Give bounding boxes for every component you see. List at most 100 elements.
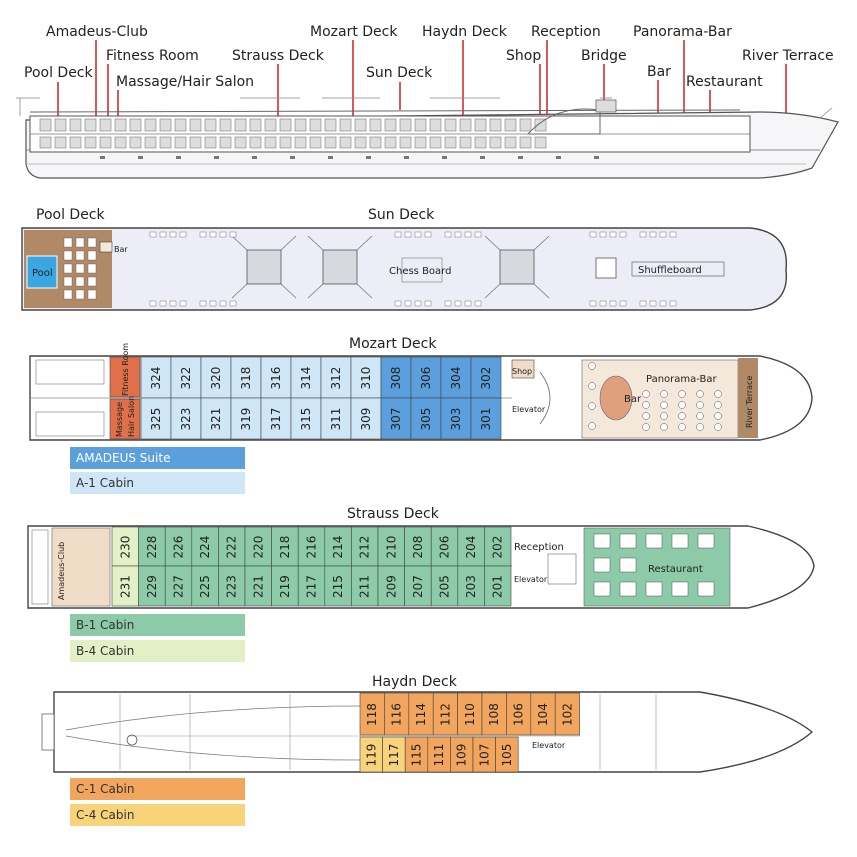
label-bridge: Bridge (581, 48, 627, 64)
massage-hair-salon (109, 398, 141, 440)
sun-deck-title: Sun Deck (368, 207, 435, 223)
strauss-top-cabin-number: 204 (464, 536, 478, 559)
amadeus-club-area (51, 527, 111, 607)
strauss-top-cabin-number: 216 (305, 536, 319, 559)
mozart-top-cabin-number: 316 (269, 367, 283, 390)
sun-deck-plan: Pool Deck Sun Deck Pool Bar Chess Board … (21, 207, 788, 311)
strauss-top-cabin (271, 526, 299, 567)
strauss-top-cabin-number: 224 (198, 536, 212, 559)
strauss-top-cabin-number: 212 (358, 536, 372, 559)
legend-c4-cabin: C-4 Cabin (70, 804, 245, 826)
mozart-top-cabin-number: 318 (239, 367, 253, 390)
mozart-top-cabin-number: 308 (389, 367, 403, 390)
strauss-top-cabin (324, 526, 352, 567)
mozart-bottom-cabin-number: 321 (209, 408, 223, 431)
strauss-top-cabin-number: 210 (384, 536, 398, 559)
strauss-bottom-cabin-number: 223 (225, 575, 239, 598)
pool-deck-title: Pool Deck (36, 207, 106, 223)
mozart-bottom-cabin (470, 397, 502, 440)
strauss-bottom-cabin-number: 221 (251, 575, 265, 598)
label-fitness-room: Fitness Room (106, 48, 199, 64)
strauss-bottom-cabin-number: 203 (464, 575, 478, 598)
haydn-top-cabin (457, 692, 483, 736)
label-panorama-bar: Panorama-Bar (633, 24, 732, 40)
mozart-top-cabin-number: 304 (449, 367, 463, 390)
mozart-top-cabin (380, 356, 412, 399)
strauss-top-cabin-number: 222 (225, 536, 239, 559)
strauss-bottom-cabin (404, 565, 432, 607)
strauss-top-cabin-number: 220 (251, 536, 265, 559)
strauss-top-cabin (457, 526, 485, 567)
legend-c1-cabin: C-1 Cabin (70, 778, 245, 800)
chess-board-label: Chess Board (389, 266, 451, 277)
strauss-bottom-cabin (138, 565, 166, 607)
mozart-bottom-cabin-number: 309 (359, 408, 373, 431)
mozart-bottom-cabin-number: 305 (419, 408, 433, 431)
haydn-bottom-cabin-number: 119 (364, 744, 378, 767)
mozart-bottom-cabin (440, 397, 472, 440)
haydn-bottom-cabin (495, 736, 519, 773)
hair-salon-label: Hair Salon (127, 396, 136, 437)
amadeus-club-label: Amadeus-Club (57, 542, 66, 600)
pool-label: Pool (32, 268, 53, 279)
label-sun-deck: Sun Deck (366, 65, 433, 81)
strauss-bottom-cabin-number: 211 (358, 575, 372, 598)
strauss-bottom-cabin (457, 565, 485, 607)
mozart-bottom-cabin (230, 397, 262, 440)
haydn-deck-title: Haydn Deck (372, 674, 458, 690)
mozart-top-cabin (290, 356, 322, 399)
haydn-bottom-cabin-number: 115 (410, 744, 424, 767)
haydn-bottom-cabin-number: 117 (387, 744, 401, 767)
river-terrace-area (738, 358, 758, 438)
strauss-bottom-cabin (377, 565, 405, 607)
sun-bar-label: Bar (114, 245, 128, 254)
haydn-top-cabin (481, 692, 507, 736)
fitness-room-label: Fitness Room (121, 343, 130, 396)
pool (26, 255, 58, 289)
fitness-room (109, 356, 141, 398)
mozart-top-cabin (440, 356, 472, 399)
mozart-bottom-cabin-number: 325 (149, 408, 163, 431)
strauss-deck-title: Strauss Deck (347, 506, 440, 522)
strauss-top-cabin (111, 526, 139, 567)
mozart-bottom-cabin-number: 303 (449, 408, 463, 431)
mozart-top-cabin (170, 356, 202, 399)
haydn-top-cabin-number: 114 (414, 703, 428, 726)
strauss-top-cabin-number: 226 (172, 536, 186, 559)
strauss-bottom-cabin (484, 565, 512, 607)
mozart-bottom-cabin-number: 317 (269, 408, 283, 431)
strauss-bottom-cabin-number: 207 (411, 575, 425, 598)
strauss-bottom-cabin (324, 565, 352, 607)
strauss-top-cabin-number: 228 (145, 536, 159, 559)
mozart-bottom-cabin-number: 315 (299, 408, 313, 431)
strauss-elevator-label: Elevator (514, 575, 548, 584)
label-pool-deck: Pool Deck (24, 65, 94, 81)
strauss-top-cabin-number: 206 (438, 536, 452, 559)
strauss-top-cabin-number: 214 (331, 536, 345, 559)
haydn-top-cabin-number: 106 (512, 703, 526, 726)
strauss-top-cabin (218, 526, 246, 567)
strauss-bottom-cabin-number: 231 (118, 575, 132, 598)
legend-b1-cabin: B-1 Cabin (70, 614, 245, 636)
mozart-top-cabin-number: 314 (299, 367, 313, 390)
mozart-elevator-label: Elevator (512, 405, 546, 414)
strauss-top-cabin (377, 526, 405, 567)
haydn-top-cabin-number: 118 (365, 703, 379, 726)
haydn-top-cabin-number: 108 (487, 703, 501, 726)
strauss-bottom-cabin (351, 565, 379, 607)
strauss-bottom-cabin-number: 215 (331, 575, 345, 598)
mozart-bottom-cabin (170, 397, 202, 440)
mozart-bottom-cabin-number: 311 (329, 408, 343, 431)
strauss-bottom-cabin-number: 229 (145, 575, 159, 598)
strauss-top-cabin (164, 526, 193, 567)
river-terrace-label: River Terrace (745, 376, 754, 428)
haydn-top-cabin (408, 692, 434, 736)
strauss-bottom-cabin-number: 217 (305, 575, 319, 598)
mozart-top-cabin-number: 306 (419, 367, 433, 390)
haydn-top-cabin (384, 692, 410, 736)
strauss-bottom-cabin-number: 219 (278, 575, 292, 598)
strauss-bottom-cabin (271, 565, 299, 607)
strauss-top-cabin (404, 526, 432, 567)
